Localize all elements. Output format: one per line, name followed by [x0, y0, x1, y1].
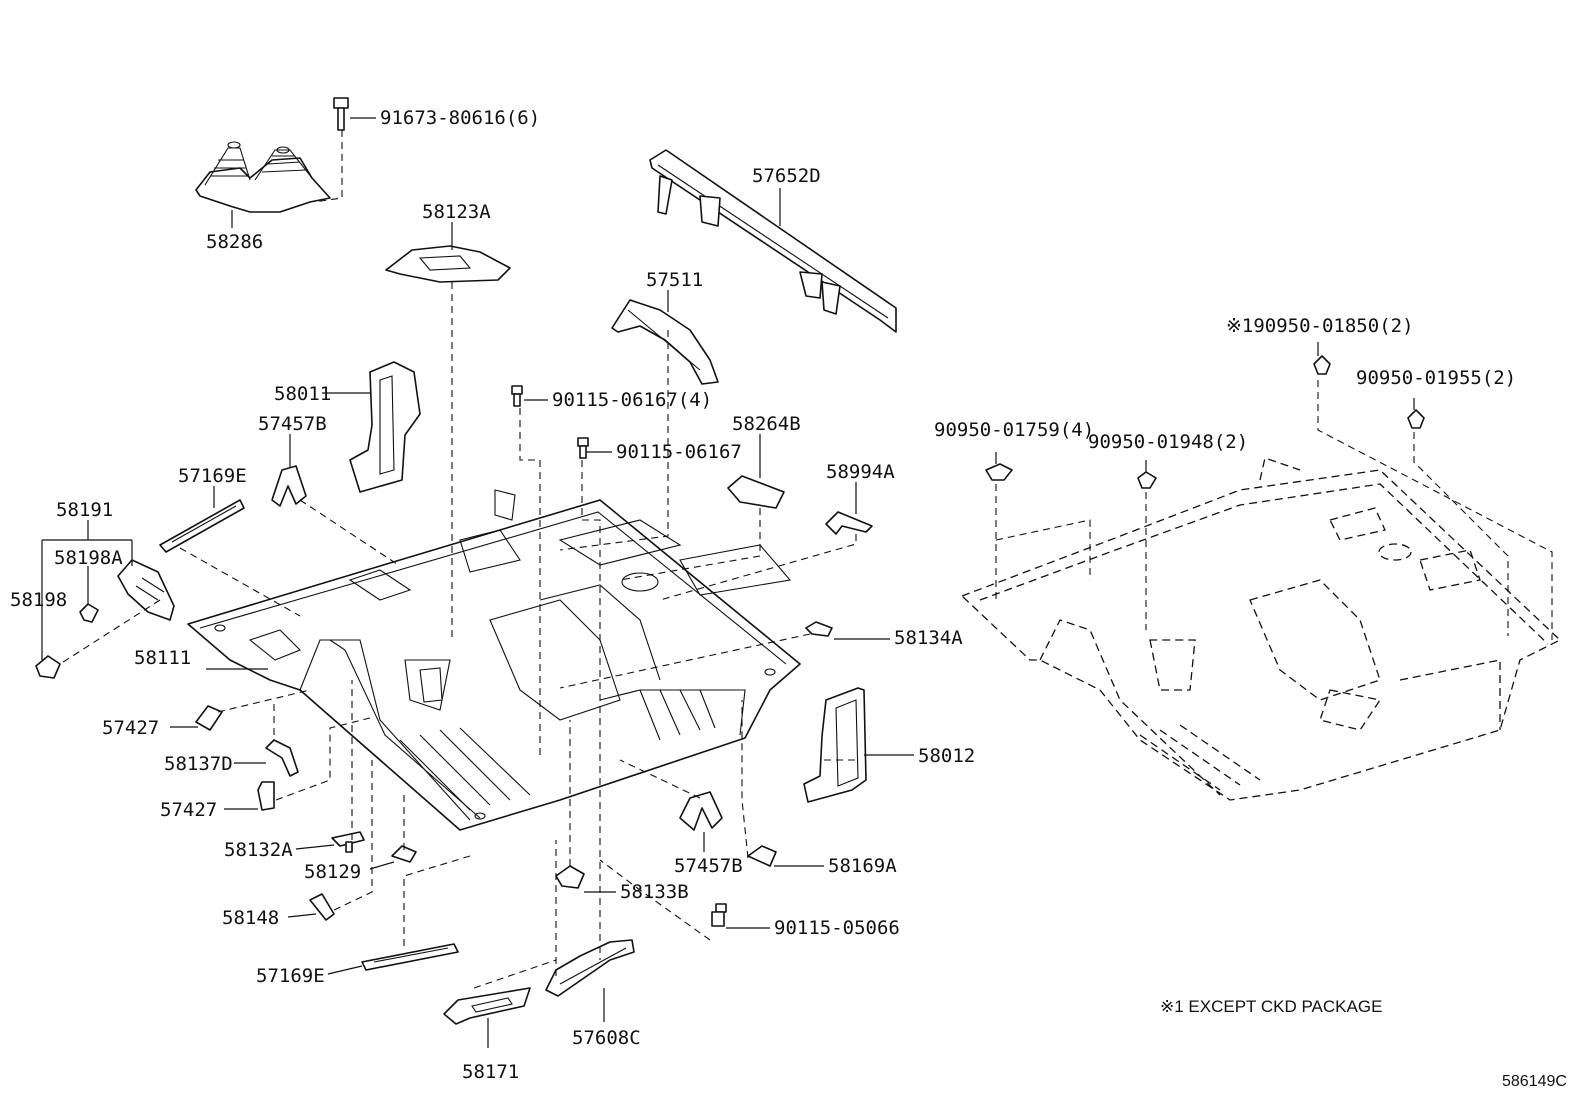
part-57457B-top: [271, 465, 307, 507]
label-58123A: 58123A: [422, 201, 491, 223]
label-58012: 58012: [918, 745, 975, 767]
label-57511: 57511: [646, 269, 703, 291]
label-90950-01948: 90950-01948(2): [1088, 431, 1248, 453]
floor-pan-main: [187, 489, 801, 831]
part-57652D: [649, 149, 897, 333]
part-57427-b: [257, 781, 275, 811]
label-57457B-top: 57457B: [258, 413, 327, 435]
except-ckd-note: ※1 EXCEPT CKD PACKAGE: [1160, 997, 1382, 1016]
label-90950-01850: ※190950-01850(2): [1226, 315, 1414, 337]
label-58198A: 58198A: [54, 547, 123, 569]
part-57169E-top: [159, 499, 245, 553]
label-57427-a: 57427: [102, 717, 159, 739]
label-57169E-bottom: 57169E: [256, 965, 325, 987]
label-58198: 58198: [10, 589, 67, 611]
label-90115-06167: 90115-06167: [616, 441, 742, 463]
part-57608C: [545, 939, 635, 997]
label-58286: 58286: [206, 231, 263, 253]
part-57511: [611, 299, 719, 385]
part-58171: [443, 987, 531, 1025]
label-90950-01759: 90950-01759(4): [934, 419, 1094, 441]
part-58132A: [331, 831, 365, 853]
label-57169E-top: 57169E: [178, 465, 247, 487]
label-58148: 58148: [222, 907, 279, 929]
label-91673: 91673-80616(6): [380, 107, 540, 129]
label-58169A: 58169A: [828, 855, 897, 877]
dashed-guide-lines: [59, 130, 1553, 989]
part-58169A: [747, 845, 777, 867]
part-57427-a: [195, 705, 223, 731]
part-58264B: [727, 475, 785, 509]
part-58129: [391, 845, 417, 863]
part-58994A: [825, 511, 873, 535]
label-57652D: 57652D: [752, 165, 821, 187]
nut-90950-icons: [985, 355, 1425, 489]
label-57608C: 57608C: [572, 1027, 641, 1049]
label-58133B: 58133B: [620, 881, 689, 903]
bolt-91673-icon: [333, 97, 349, 131]
label-58111: 58111: [134, 647, 191, 669]
label-58129: 58129: [304, 861, 361, 883]
label-90950-01955: 90950-01955(2): [1356, 367, 1516, 389]
label-58011: 58011: [274, 383, 331, 405]
label-90115-05066: 90115-05066: [774, 917, 900, 939]
label-58137D: 58137D: [164, 753, 233, 775]
label-58134A: 58134A: [894, 627, 963, 649]
part-58134A: [805, 621, 833, 637]
label-58994A: 58994A: [826, 461, 895, 483]
part-58137D: [265, 739, 299, 777]
label-58191: 58191: [56, 499, 113, 521]
part-labels: 91673-80616(6) 58286 58123A 57652D 57511…: [10, 107, 1516, 1083]
part-57169E-bottom: [361, 943, 459, 971]
part-58148: [309, 893, 335, 921]
bolt-90115-06167-icons: [511, 385, 589, 459]
part-58011: [349, 361, 421, 493]
part-58286: [195, 141, 331, 213]
clip-58198-icon: [35, 603, 99, 679]
part-58133B: [555, 865, 585, 889]
part-57457B-bottom: [679, 791, 723, 831]
label-58264B: 58264B: [732, 413, 801, 435]
part-58012: [803, 687, 867, 803]
label-57457B-bottom: 57457B: [674, 855, 743, 877]
label-57427-b: 57427: [160, 799, 217, 821]
part-58198A: [117, 559, 175, 621]
part-58123A: [385, 245, 511, 283]
bolt-90115-05066-icon: [711, 903, 727, 927]
floor-pan-reference: [960, 457, 1562, 801]
label-58132A: 58132A: [224, 839, 293, 861]
leader-lines: [41, 117, 1415, 1048]
label-90115-06167-4: 90115-06167(4): [552, 389, 712, 411]
figure-code: 586149C: [1502, 1073, 1567, 1090]
label-58171: 58171: [462, 1061, 519, 1083]
